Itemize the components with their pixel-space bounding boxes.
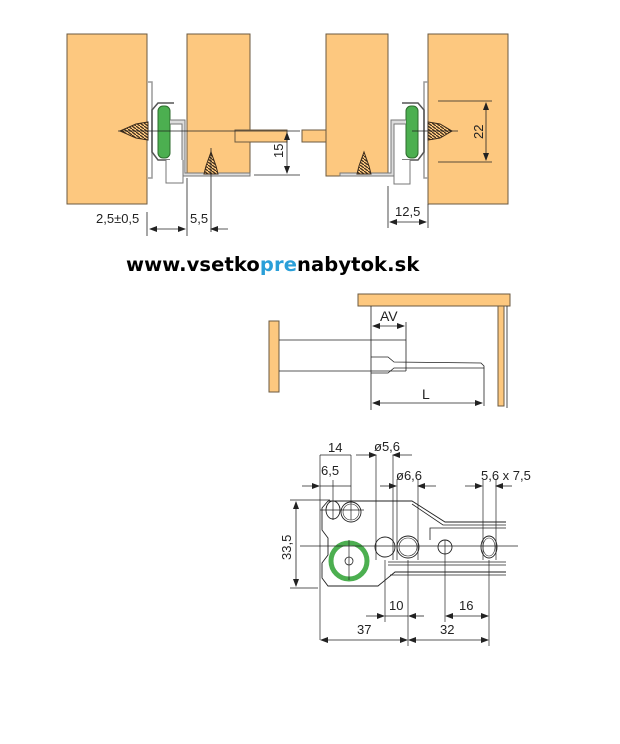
dim-spacing-32: 32 bbox=[440, 622, 454, 637]
drawer-side-panel-right bbox=[325, 33, 389, 177]
drawer-front bbox=[268, 320, 280, 393]
dim-spacing-37: 37 bbox=[357, 622, 371, 637]
slide-rail bbox=[371, 356, 485, 374]
cabinet-top bbox=[357, 293, 511, 307]
dim-height: 33,5 bbox=[279, 535, 294, 560]
dim-spacing-16: 16 bbox=[459, 598, 473, 613]
dim-slot: 5,6 x 7,5 bbox=[481, 468, 531, 483]
dim-length: L bbox=[422, 386, 430, 402]
cabinet-side-panel-left bbox=[66, 33, 148, 205]
drawer-side-panel-left bbox=[186, 33, 251, 177]
hole-dia-5-6 bbox=[374, 536, 396, 558]
section-view-left: 2,5±0,5 5,5 15 bbox=[66, 33, 300, 236]
side-view: AV L bbox=[268, 293, 511, 410]
cabinet-side-panel-right bbox=[427, 33, 509, 205]
url-highlight: pre bbox=[259, 253, 298, 276]
cabinet-back bbox=[497, 305, 505, 407]
dim-mount-height: 22 bbox=[471, 125, 486, 139]
dim-hole-offset: 6,5 bbox=[321, 463, 339, 478]
bracket-outline bbox=[321, 500, 506, 587]
dim-hole-spacing-top: 14 bbox=[328, 440, 342, 455]
dim-inner-offset: 5,5 bbox=[190, 211, 208, 226]
dim-bottom-thickness: 15 bbox=[271, 144, 286, 158]
roller-right bbox=[405, 105, 419, 159]
url-suffix: nabytok.sk bbox=[297, 253, 420, 276]
dim-hole-dia-large: ø6,6 bbox=[396, 468, 422, 483]
bracket-view: 14 ø5,6 6,5 ø6,6 5,6 x 7,5 33,5 10 16 37… bbox=[279, 439, 531, 646]
dim-advance: AV bbox=[380, 308, 398, 324]
section-view-right: 22 12,5 bbox=[301, 33, 509, 228]
website-url: www.vsetkoprenabytok.sk bbox=[126, 253, 419, 276]
dim-hole-dia-small: ø5,6 bbox=[374, 439, 400, 454]
dim-rail-offset: 12,5 bbox=[395, 204, 420, 219]
drawer-bottom-left bbox=[234, 129, 288, 143]
hole-dia-6-6 bbox=[396, 535, 420, 559]
slot-hole bbox=[480, 535, 498, 559]
dim-spacing-10: 10 bbox=[389, 598, 403, 613]
url-prefix: www.vsetko bbox=[126, 253, 260, 276]
screw-vertical-right bbox=[356, 150, 372, 175]
roller-left bbox=[157, 105, 171, 159]
dim-side-gap: 2,5±0,5 bbox=[96, 211, 139, 226]
